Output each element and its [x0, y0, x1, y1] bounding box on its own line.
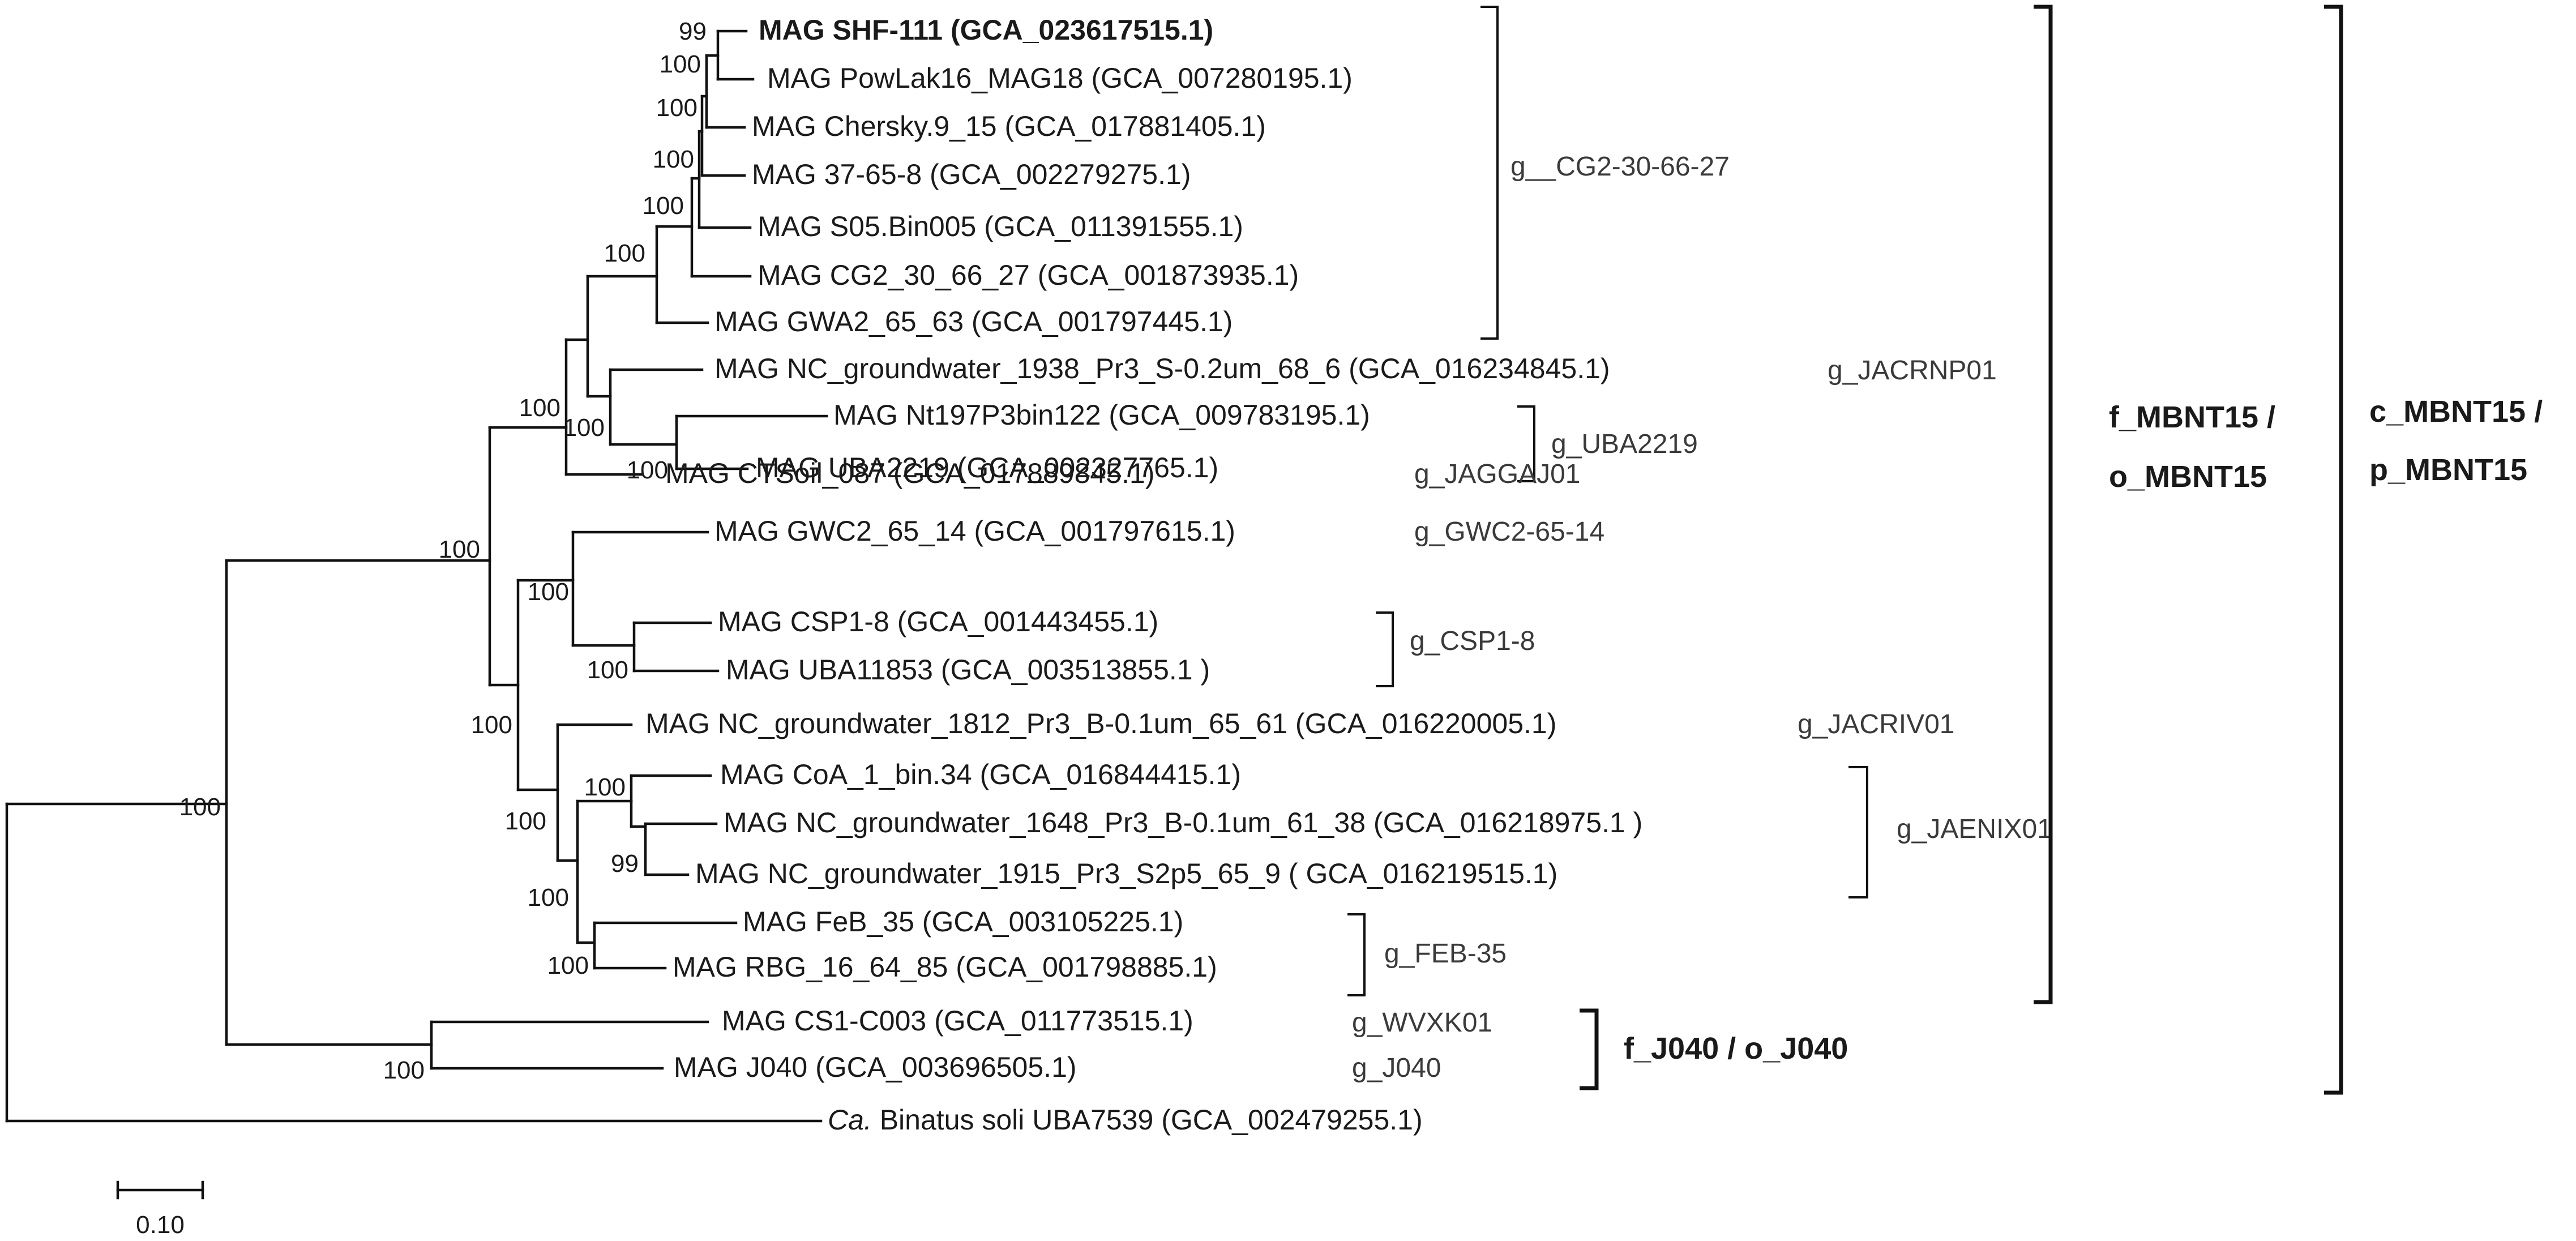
genus-label-jaggaj01: g_JAGGAJ01	[1414, 459, 1580, 489]
genus-label-cg2-30-66-27: g__CG2-30-66-27	[1510, 152, 1730, 182]
taxon-label-family-mbnt15: f_MBNT15 /	[2109, 400, 2275, 434]
support-value: 100	[587, 656, 628, 684]
genus-label-wvxk01: g_WVXK01	[1352, 1008, 1492, 1038]
leaf-label: MAG FeB_35 (GCA_003105225.1)	[743, 906, 1183, 938]
leaf-label: MAG NC_groundwater_1938_Pr3_S-0.2um_68_6…	[714, 353, 1610, 384]
leaf-label: MAG J040 (GCA_003696505.1)	[674, 1051, 1077, 1083]
bootstrap-support-values: 99 100 100 100 100 100 100 100 100 100 1…	[179, 18, 707, 1084]
bracket-feb-35	[1347, 913, 1366, 996]
leaf-label: MAG CS1-C003 (GCA_011773515.1)	[722, 1005, 1193, 1037]
genus-label-csp1-8: g_CSP1-8	[1410, 626, 1535, 656]
leaf-labels: MAG SHF-111 (GCA_023617515.1) MAG PowLak…	[645, 14, 1642, 1136]
bracket-cg2-30-66-27	[1480, 6, 1499, 340]
support-value: 100	[519, 394, 560, 422]
taxon-label-order-mbnt15: o_MBNT15	[2109, 460, 2267, 494]
support-value: 100	[528, 884, 569, 912]
support-value: 100	[627, 456, 668, 484]
bracket-class-mbnt15	[2324, 5, 2343, 1095]
bracket-csp1-8	[1376, 611, 1394, 687]
support-value: 99	[679, 18, 707, 45]
leaf-label: MAG CTSoil_087 (GCA_017889845.1)	[665, 457, 1154, 489]
bracket-family-j040	[1580, 1008, 1599, 1090]
tree-branches	[5, 29, 828, 1123]
genus-label-jaenix01: g_JAENIX01	[1897, 814, 2052, 844]
taxon-label-class-mbnt15: c_MBNT15 /	[2369, 395, 2543, 429]
support-value: 100	[604, 239, 645, 267]
support-value: 100	[563, 414, 605, 442]
support-value: 100	[584, 773, 626, 801]
leaf-label: MAG SHF-111 (GCA_023617515.1)	[759, 14, 1213, 46]
support-value: 100	[439, 536, 480, 563]
bracket-jaenix01	[1848, 766, 1868, 898]
genus-label-j040: g_J040	[1352, 1053, 1441, 1083]
bracket-family-mbnt15	[2034, 5, 2053, 1004]
taxon-label-phylum-mbnt15: p_MBNT15	[2369, 453, 2527, 487]
leaf-label: MAG Nt197P3bin122 (GCA_009783195.1)	[833, 399, 1370, 431]
leaf-label: MAG PowLak16_MAG18 (GCA_007280195.1)	[767, 62, 1353, 94]
support-value: 100	[643, 192, 684, 220]
support-value: 100	[383, 1056, 425, 1084]
scale-bar-label: 0.10	[136, 1211, 185, 1239]
support-value: 100	[653, 146, 694, 173]
leaf-label: MAG GWC2_65_14 (GCA_001797615.1)	[714, 515, 1235, 547]
leaf-label: MAG Chersky.9_15 (GCA_017881405.1)	[752, 110, 1266, 142]
support-value: 100	[656, 94, 698, 122]
leaf-label: MAG UBA2219 (GCA_002327765.1)	[756, 452, 1218, 483]
support-value: 99	[611, 850, 639, 878]
leaf-label: MAG NC_groundwater_1915_Pr3_S2p5_65_9 ( …	[695, 858, 1557, 889]
leaf-label: MAG NC_groundwater_1648_Pr3_B-0.1um_61_3…	[724, 807, 1642, 838]
support-value: 100	[660, 50, 701, 78]
leaf-label: MAG RBG_16_64_85 (GCA_001798885.1)	[673, 951, 1217, 983]
leaf-label: MAG CSP1-8 (GCA_001443455.1)	[718, 606, 1158, 637]
leaf-label-rest: Binatus soli UBA7539 (GCA_002479255.1)	[872, 1104, 1423, 1136]
leaf-label: MAG NC_groundwater_1812_Pr3_B-0.1um_65_6…	[645, 708, 1556, 739]
leaf-label: MAG GWA2_65_63 (GCA_001797445.1)	[714, 306, 1233, 337]
leaf-label-italic: Ca.	[828, 1104, 872, 1136]
leaf-label: MAG CoA_1_bin.34 (GCA_016844415.1)	[720, 759, 1241, 790]
genus-label-gwc2-65-14: g_GWC2-65-14	[1414, 517, 1604, 547]
taxon-label-family-j040: f_J040 / o_J040	[1624, 1032, 1848, 1065]
leaf-label: Ca. Binatus soli UBA7539 (GCA_002479255.…	[828, 1104, 1423, 1136]
support-value: 100	[471, 711, 512, 739]
bracket-uba2219	[1517, 405, 1535, 482]
support-value: 100	[547, 952, 589, 979]
leaf-label: MAG 37-65-8 (GCA_002279275.1)	[752, 159, 1191, 190]
scale-bar: 0.10	[116, 1180, 204, 1239]
genus-label-jacrnp01: g_JACRNP01	[1828, 356, 1997, 386]
leaf-label: MAG UBA11853 (GCA_003513855.1 )	[726, 654, 1210, 686]
genus-label-jacriv01: g_JACRIV01	[1798, 709, 1954, 739]
higher-taxon-brackets: f_MBNT15 / o_MBNT15 c_MBNT15 / p_MBNT15 …	[1580, 5, 2543, 1095]
support-value: 100	[528, 578, 569, 606]
genus-label-uba2219: g_UBA2219	[1551, 429, 1698, 459]
leaf-label: MAG S05.Bin005 (GCA_011391555.1)	[758, 211, 1243, 242]
support-value: 100	[179, 793, 221, 821]
genus-label-feb-35: g_FEB-35	[1384, 939, 1507, 969]
genus-brackets: g__CG2-30-66-27 g_JACRNP01 g_UBA2219 g_J…	[1347, 6, 2052, 1083]
leaf-label: MAG CG2_30_66_27 (GCA_001873935.1)	[758, 259, 1299, 291]
support-value: 100	[505, 807, 546, 835]
